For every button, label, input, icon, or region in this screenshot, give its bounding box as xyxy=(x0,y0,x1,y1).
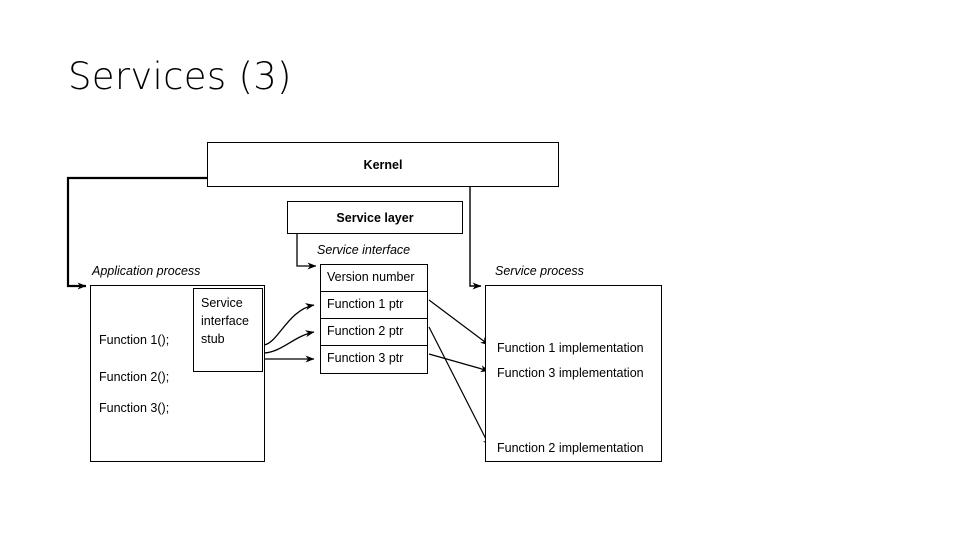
service-interface-stub-box: Service interface stub xyxy=(193,288,263,372)
application-process-caption: Application process xyxy=(92,264,201,278)
connector-function3ptr-to-impl3 xyxy=(428,353,490,373)
kernel-label: Kernel xyxy=(363,157,403,172)
application-process-box xyxy=(90,285,265,462)
service-layer-label: Service layer xyxy=(336,210,414,225)
connector-function2ptr-to-impl2 xyxy=(428,326,491,448)
application-call-3: Function 3(); xyxy=(99,401,170,415)
interface-row-function-2-ptr: Function 2 ptr xyxy=(321,319,427,346)
page-title: Services (3) xyxy=(68,55,292,98)
connector-kernel-to-service-process xyxy=(469,187,482,290)
connector-service-layer-to-interface xyxy=(296,234,317,270)
stub-label-line1: Service xyxy=(201,296,243,310)
connector-kernel-to-application-process xyxy=(66,176,207,290)
connector-stub-to-function1ptr xyxy=(263,303,315,346)
service-implementation-1: Function 1 implementation xyxy=(497,341,644,355)
interface-row-function-1-ptr: Function 1 ptr xyxy=(321,292,427,319)
service-interface-caption: Service interface xyxy=(317,243,411,257)
service-interface-table: Version number Function 1 ptr Function 2… xyxy=(320,264,428,374)
stub-label-line3: stub xyxy=(201,332,225,346)
application-call-2: Function 2(); xyxy=(99,370,170,384)
interface-row-version-number: Version number xyxy=(321,265,427,292)
connector-stub-to-function2ptr xyxy=(263,330,315,354)
service-process-caption: Service process xyxy=(495,264,584,278)
service-layer-box: Service layer xyxy=(287,201,463,234)
service-implementation-2: Function 2 implementation xyxy=(497,441,644,455)
application-call-1: Function 1(); xyxy=(99,333,170,347)
service-implementation-3: Function 3 implementation xyxy=(497,366,644,380)
kernel-box: Kernel xyxy=(207,142,559,187)
interface-row-function-3-ptr: Function 3 ptr xyxy=(321,346,427,373)
connector-function1ptr-to-impl1 xyxy=(428,299,490,346)
service-process-box xyxy=(485,285,662,462)
stub-label-line2: interface xyxy=(201,314,249,328)
